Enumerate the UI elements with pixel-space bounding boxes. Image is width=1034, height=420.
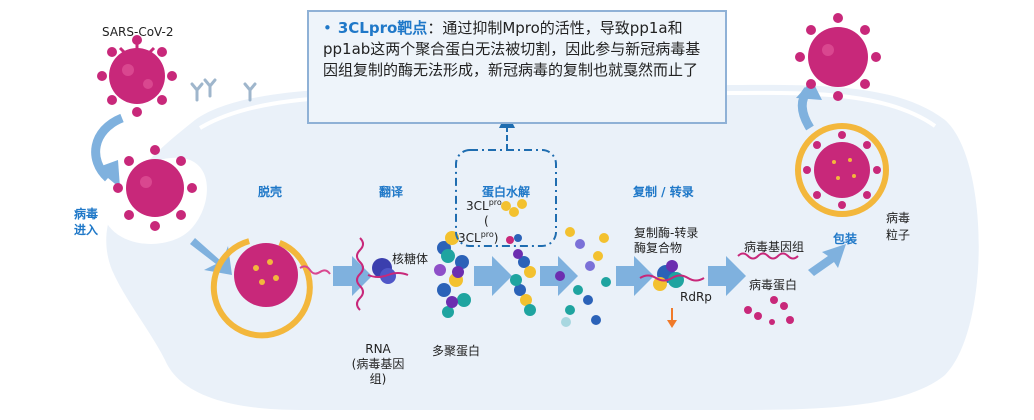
virus-icon	[113, 145, 197, 231]
replication-label: 复制 / 转录	[633, 185, 694, 199]
polyprotein-label: 多聚蛋白	[432, 344, 481, 358]
rtc-label: 复制酶-转录 酶复合物	[634, 226, 699, 255]
virion-label: 病毒 粒子	[886, 211, 911, 242]
virus-icon	[795, 123, 889, 217]
ribosome-icon	[367, 258, 409, 284]
clpro-label-2: 3CLpro)	[458, 230, 499, 245]
callout-text: 通过抑制Mpro的活性，导致pp1a和pp1ab这两个聚合蛋白无法被切割，因此参…	[323, 19, 701, 79]
virus-icon	[97, 35, 177, 117]
translation-label: 翻译	[379, 185, 404, 199]
callout-box: • 3CLpro靶点：通过抑制Mpro的活性，导致pp1a和pp1ab这两个聚合蛋…	[307, 10, 727, 124]
protein-cluster-icon	[744, 296, 794, 325]
protein-cluster-icon	[510, 249, 536, 316]
clpro-label-1: 3CLpro	[466, 198, 502, 213]
receptor-icon	[190, 78, 257, 102]
clpro-paren-open: (	[484, 214, 489, 228]
packaging-label: 包装	[833, 232, 858, 246]
genome-label: 病毒基因组	[744, 240, 805, 254]
rdrp-label: RdRp	[680, 290, 712, 304]
virus-name-label: SARS-CoV-2	[102, 25, 174, 39]
entry-label: 病毒 进入	[73, 207, 98, 237]
protein-cluster-icon	[501, 199, 527, 244]
proteolysis-label: 蛋白水解	[482, 185, 531, 199]
uncoating-label: 脱壳	[258, 185, 283, 199]
replication-complex	[639, 260, 705, 291]
callout-colon: ：	[427, 19, 443, 37]
uncoating-capsid	[210, 238, 331, 339]
genome-strand	[737, 252, 799, 260]
viral-protein-label: 病毒蛋白	[749, 278, 798, 292]
host-cell	[106, 84, 979, 411]
ribosome-label: 核糖体	[392, 252, 429, 266]
callout-keyword: 3CLpro靶点	[337, 19, 428, 37]
virus-icon	[795, 13, 881, 101]
rna-label: RNA (病毒基因 组)	[351, 342, 405, 386]
rna-strand	[356, 237, 364, 311]
bullet-icon: •	[323, 19, 332, 37]
protein-cluster-icon	[555, 227, 611, 327]
